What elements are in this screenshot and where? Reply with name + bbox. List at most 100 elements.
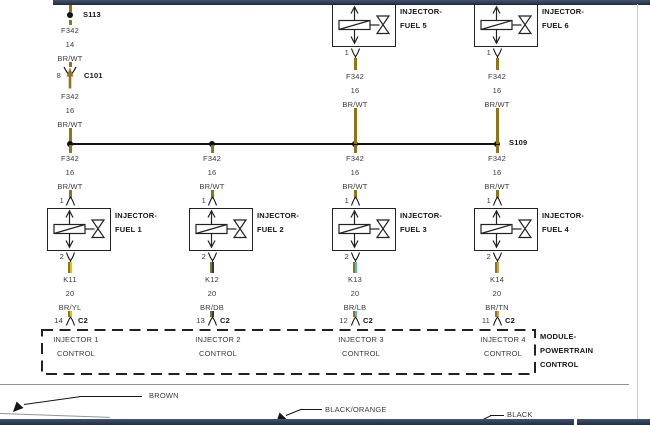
wire-circuit-label: F342 (488, 72, 506, 81)
legend-wire-color-label: BLACK/ORANGE (325, 405, 387, 414)
bus-junction-dot (352, 141, 358, 147)
bus-junction-dot (209, 141, 215, 147)
section-separator-line (0, 384, 629, 386)
wire-segment (210, 190, 214, 198)
wire-segment (495, 190, 499, 198)
wire-circuit-label: F342 (61, 154, 79, 163)
legend-wire-color-label: BROWN (149, 391, 179, 400)
injector-symbol-icon (338, 5, 390, 45)
wire-segment (353, 190, 357, 198)
pin-number: 1 (344, 48, 349, 57)
wire-segment (353, 145, 357, 153)
component-name: FUEL 6 (542, 21, 569, 30)
pcm-connector-label: C2 (505, 316, 515, 325)
splice-label: S109 (509, 138, 528, 147)
splice-bus-line (70, 143, 497, 145)
pcm-pin-number: 14 (54, 316, 63, 325)
connector-fork-icon (350, 196, 360, 207)
wire-circuit-label: F342 (346, 72, 364, 81)
wire-circuit-label: F342 (488, 154, 506, 163)
pcm-connector-label: C2 (220, 316, 230, 325)
wire-gauge-label: 16 (350, 86, 360, 95)
wire-segment (68, 262, 72, 273)
component-name: INJECTOR- (257, 211, 300, 220)
wire-color-label: BR/WT (484, 100, 510, 109)
legend-leader-line (301, 409, 322, 411)
wire-segment (353, 311, 357, 317)
wire-circuit-label: F342 (61, 26, 79, 35)
wire-segment (353, 58, 357, 70)
wire-color-label: BR/TN (485, 303, 509, 312)
wire-color-label: BR/WT (199, 182, 225, 191)
wire-pointer-arrow-icon (13, 401, 24, 412)
wire-color-label: BR/WT (57, 120, 83, 129)
wire-gauge-label: 16 (492, 86, 502, 95)
splice-dot-s113 (67, 12, 73, 18)
bottom-black-wire-bar (577, 419, 650, 425)
component-name: INJECTOR- (542, 7, 585, 16)
wire-segment (210, 311, 214, 317)
module-name: MODULE- (540, 332, 577, 341)
pin-number: 2 (486, 252, 491, 261)
module-name: CONTROL (540, 360, 579, 369)
connector-fork-icon (65, 196, 75, 207)
pcm-pin-number: 12 (339, 316, 348, 325)
wire-circuit-label: K13 (348, 275, 362, 284)
pcm-function-label: CONTROL (56, 349, 96, 358)
wire-circuit-label: F342 (346, 154, 364, 163)
injector-box (332, 208, 396, 251)
component-name: INJECTOR- (400, 211, 443, 220)
right-page-border (637, 4, 638, 419)
wire-segment (68, 145, 72, 153)
injector-box (189, 208, 253, 251)
top-page-bar (53, 0, 650, 5)
wire-color-label: BR/YL (58, 303, 82, 312)
pin-number: 2 (344, 252, 349, 261)
component-name: FUEL 5 (400, 21, 427, 30)
injector-box (474, 4, 538, 47)
wire-segment (353, 262, 357, 273)
connector-label: C101 (84, 71, 103, 80)
injector-symbol-icon (480, 209, 532, 249)
pcm-function-label: INJECTOR 2 (195, 335, 241, 344)
inline-connector-icon (63, 66, 77, 90)
legend-leader-line (490, 415, 504, 417)
wire-circuit-label: F342 (61, 92, 79, 101)
pcm-pin-number: 13 (196, 316, 205, 325)
wire-gauge-label: 20 (350, 289, 360, 298)
wire-color-label: BR/WT (484, 182, 510, 191)
wire-gauge-label: 14 (65, 40, 75, 49)
wire-segment (495, 108, 499, 144)
pcm-connector-label: C2 (363, 316, 373, 325)
wire-segment (210, 145, 214, 153)
legend-leader-line (79, 396, 142, 398)
pcm-function-label: INJECTOR 4 (480, 335, 526, 344)
component-name: FUEL 1 (115, 225, 142, 234)
wire-segment (495, 262, 499, 273)
wire-gauge-label: 20 (492, 289, 502, 298)
pin-number: 1 (486, 48, 491, 57)
wire-segment (68, 62, 72, 67)
pin-number: 1 (344, 196, 349, 205)
injector-symbol-icon (338, 209, 390, 249)
wire-color-label: BR/LB (343, 303, 367, 312)
pcm-function-label: INJECTOR 1 (53, 335, 99, 344)
wire-segment (210, 262, 214, 273)
wire-gauge-label: 16 (350, 168, 360, 177)
wire-segment (495, 311, 499, 317)
pcm-connector-label: C2 (78, 316, 88, 325)
injector-symbol-icon (480, 5, 532, 45)
pcm-function-label: INJECTOR 3 (338, 335, 384, 344)
pcm-function-label: CONTROL (483, 349, 523, 358)
wire-gauge-label: 20 (65, 289, 75, 298)
injector-symbol-icon (53, 209, 105, 249)
connector-fork-icon (207, 196, 217, 207)
module-name: POWERTRAIN (540, 346, 594, 355)
wire-gauge-label: 16 (65, 106, 75, 115)
injector-box (474, 208, 538, 251)
component-name: INJECTOR- (115, 211, 158, 220)
wire-color-label: BR/WT (342, 100, 368, 109)
wire-segment (68, 20, 72, 25)
component-name: FUEL 2 (257, 225, 284, 234)
